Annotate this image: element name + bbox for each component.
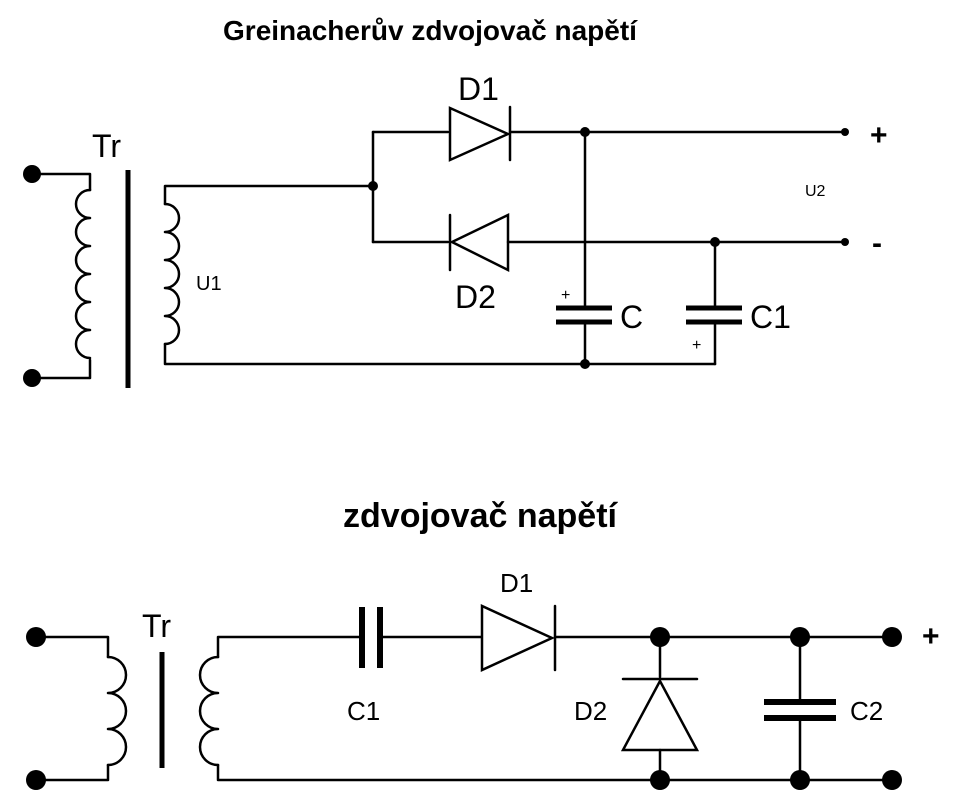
top-plus-sign: +: [870, 119, 888, 152]
voltage-doubler-circuit: zdvojovač napětí Tr C1 D1 D2: [26, 497, 940, 790]
top-c1-label: C1: [750, 299, 791, 335]
top-u2-label: U2: [805, 183, 826, 200]
top-ground-wire: [163, 342, 717, 366]
top-minus-sign: -: [872, 227, 882, 260]
bottom-d2-bottom-node: [650, 770, 670, 790]
top-c-bottom-node: [580, 359, 590, 369]
bottom-c2-label: C2: [850, 696, 883, 726]
bottom-c1-label: C1: [347, 696, 380, 726]
top-primary-wire-1: [30, 172, 92, 192]
top-c-label: C: [620, 299, 643, 335]
top-d1-label: D1: [458, 71, 499, 107]
bottom-d1-symbol: [480, 604, 556, 672]
top-u1-label: U1: [196, 273, 222, 295]
bottom-d1-label: D1: [500, 568, 533, 598]
top-output-minus-terminal: [841, 238, 849, 246]
bottom-d2-symbol: [620, 678, 700, 752]
top-d2-label: D2: [455, 279, 496, 315]
top-d1-symbol: [448, 106, 512, 162]
top-secondary-coil: [163, 202, 181, 346]
bottom-secondary-coil: [198, 655, 220, 767]
bottom-ground-rail: [216, 763, 892, 782]
top-c-polarity: +: [561, 287, 570, 304]
top-d2-symbol: [449, 213, 510, 273]
bottom-c2-bottom-node: [790, 770, 810, 790]
bottom-d2-label: D2: [574, 696, 607, 726]
bottom-primary-wire-1: [34, 635, 110, 659]
bottom-title: zdvojovač napětí: [343, 497, 619, 535]
bottom-output-plus-terminal: [882, 627, 902, 647]
bottom-plus-sign: +: [922, 620, 940, 653]
bottom-primary-coil: [106, 655, 128, 767]
top-title: Greinacherův zdvojovač napětí: [223, 15, 638, 46]
bottom-secondary-top-wire: [216, 635, 362, 659]
top-primary-coil: [74, 188, 92, 360]
top-secondary-top-wire: [163, 184, 375, 206]
bottom-output-minus-terminal: [882, 770, 902, 790]
bottom-primary-wire-2: [34, 763, 110, 782]
top-transformer-label: Tr: [92, 128, 121, 164]
top-c1-polarity: +: [692, 337, 701, 354]
greinacher-doubler-circuit: Greinacherův zdvojovač napětí Tr U1 D1 D…: [23, 15, 888, 388]
top-output-plus-terminal: [841, 128, 849, 136]
bottom-transformer-label: Tr: [142, 608, 171, 644]
top-primary-wire-2: [30, 358, 92, 380]
